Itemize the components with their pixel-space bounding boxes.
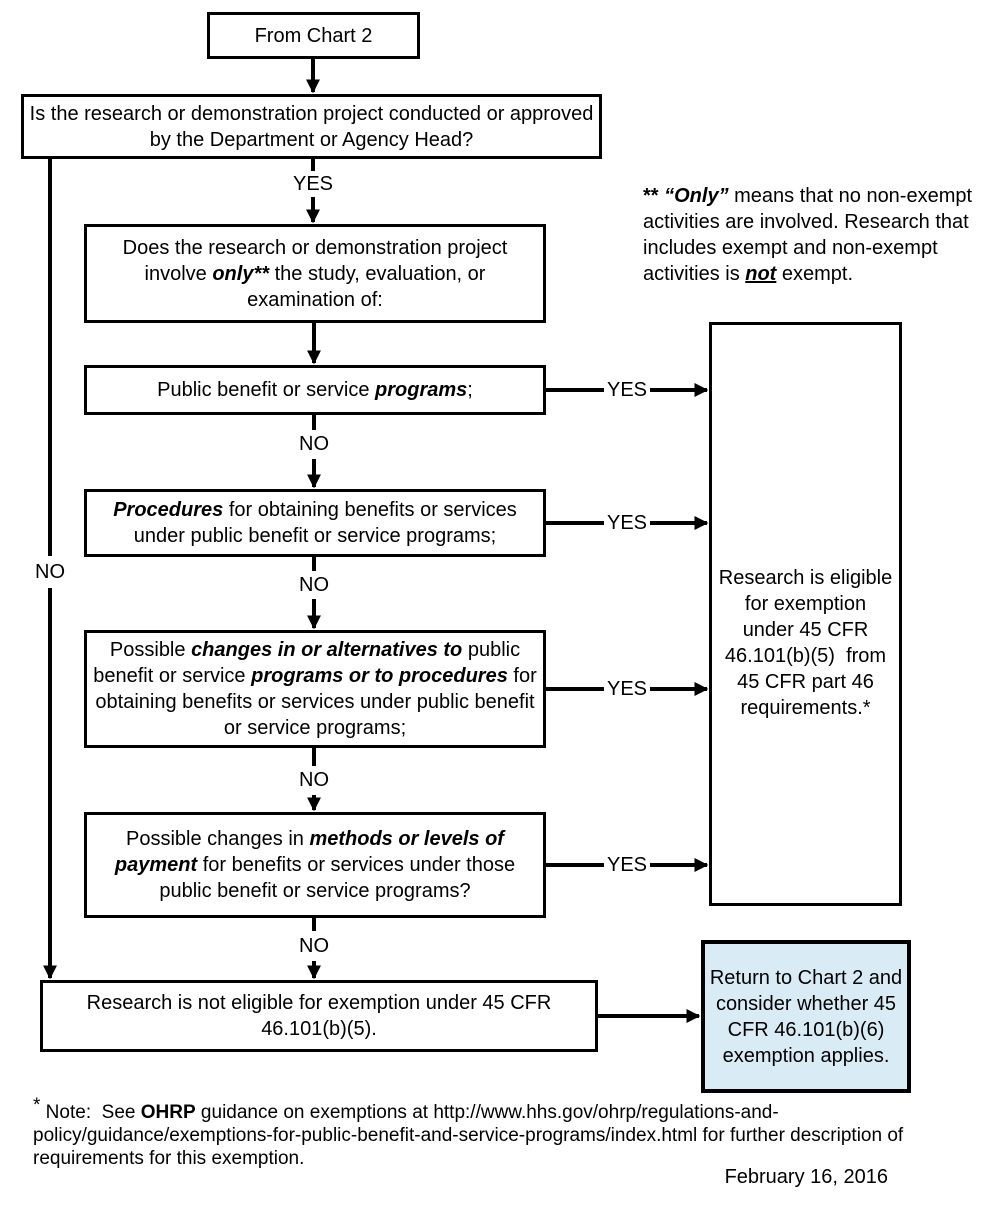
node-eligible: Research is eligible for exemption under… <box>709 322 902 906</box>
node-from-chart-2-text: From Chart 2 <box>254 24 373 47</box>
node-item-procedures-text: Procedures for obtaining benefits or ser… <box>113 499 517 547</box>
only-definition-note: ** “Only” means that no non-exempt activ… <box>643 185 973 285</box>
label-yes-procedures: YES <box>603 511 651 535</box>
node-item-payment: Possible changes in methods or levels of… <box>84 812 546 918</box>
label-no-procedures: NO <box>299 574 329 596</box>
label-no-changes: NO <box>299 769 329 791</box>
node-eligible-text: Research is eligible for exemption under… <box>718 567 893 719</box>
node-question-involve-only: Does the research or demonstration proje… <box>84 224 546 323</box>
node-return-to-chart-2-text: Return to Chart 2 and consider whether 4… <box>709 966 903 1067</box>
node-question-dept-head: Is the research or demonstration project… <box>21 94 602 159</box>
label-no-programs: NO <box>299 433 329 455</box>
label-yes-payment: YES <box>603 853 651 877</box>
node-item-changes: Possible changes in or alternatives to p… <box>84 630 546 748</box>
label-yes-changes: YES <box>603 677 651 701</box>
date-stamp: February 16, 2016 <box>724 1166 888 1188</box>
node-item-payment-text: Possible changes in methods or levels of… <box>114 828 516 902</box>
node-item-procedures: Procedures for obtaining benefits or ser… <box>84 489 546 557</box>
label-yes-dept-head: YES <box>292 173 334 195</box>
node-question-dept-head-text: Is the research or demonstration project… <box>29 102 594 151</box>
node-question-involve-only-text: Does the research or demonstration proje… <box>122 236 508 311</box>
node-item-programs-text: Public benefit or service programs; <box>157 379 473 401</box>
ohrp-footnote: * Note: See OHRP guidance on exemptions … <box>33 1095 904 1170</box>
node-from-chart-2: From Chart 2 <box>207 12 420 59</box>
node-not-eligible: Research is not eligible for exemption u… <box>40 980 598 1052</box>
label-yes-programs: YES <box>603 378 651 402</box>
node-not-eligible-text: Research is not eligible for exemption u… <box>86 992 552 1040</box>
node-item-changes-text: Possible changes in or alternatives to p… <box>93 639 537 739</box>
label-no-payment: NO <box>299 935 329 957</box>
node-item-programs: Public benefit or service programs; <box>84 365 546 415</box>
label-no-left-branch: NO <box>35 561 65 583</box>
node-return-to-chart-2: Return to Chart 2 and consider whether 4… <box>701 940 911 1093</box>
